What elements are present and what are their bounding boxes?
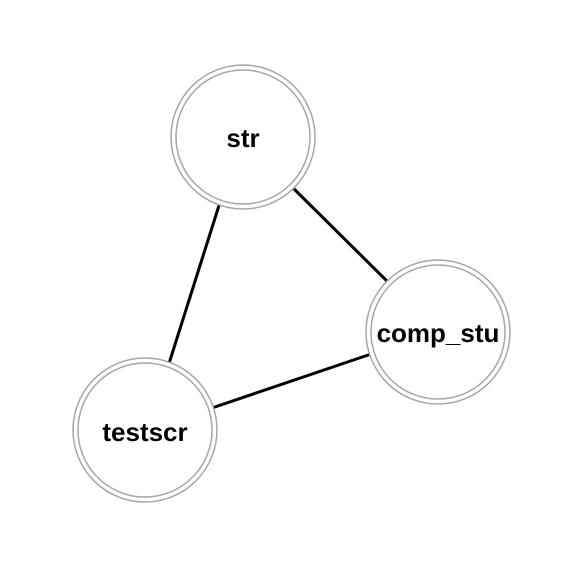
node-str-label: str (226, 123, 259, 153)
edge-str-to-testscr (163, 195, 224, 374)
edges (163, 180, 397, 413)
node-str-inner-ring (175, 69, 311, 205)
node-comp-stu-label: comp_stu (377, 318, 500, 348)
node-str[interactable]: str (170, 64, 316, 210)
node-testscr-inner-ring (77, 362, 213, 498)
edge-str-comp_stu-bidirectional (285, 180, 397, 291)
node-testscr[interactable]: testscr (72, 357, 218, 503)
node-testscr-label: testscr (102, 417, 187, 447)
edge-comp_stu-to-testscr (202, 349, 381, 413)
node-comp-stu[interactable]: comp_stu (365, 259, 511, 405)
node-comp-stu-inner-ring (370, 264, 506, 400)
